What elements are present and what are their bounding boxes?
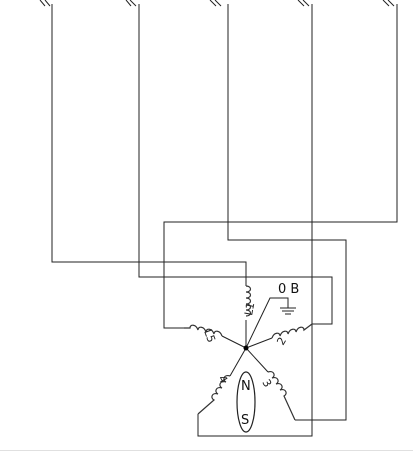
star-link-2 <box>245 337 273 349</box>
star-point <box>243 345 249 351</box>
coil-L1 <box>245 285 252 317</box>
wire-2 <box>138 4 333 325</box>
bottom-rule <box>0 450 413 451</box>
rotor-magnet <box>236 371 256 433</box>
wire-1 <box>51 4 247 286</box>
star-link-4 <box>229 347 247 377</box>
coil-4 <box>197 375 231 415</box>
coil-L5 <box>184 324 223 337</box>
coil-3 <box>267 371 296 421</box>
coil-label-4: 4 <box>215 373 230 386</box>
wire-5 <box>163 4 398 329</box>
rotor-north-label: N <box>241 379 251 394</box>
ground-label: 0 B <box>278 282 299 297</box>
ground-icon <box>280 307 296 315</box>
coil-label-L5: L5 <box>201 328 218 345</box>
coil-label-L1: L1 <box>242 301 257 316</box>
star-link-5 <box>221 335 247 349</box>
terminal-arrows <box>39 0 395 7</box>
ground-wire <box>245 297 289 349</box>
wire-4 <box>197 4 313 437</box>
rotor-south-label: S <box>241 413 249 428</box>
coil-2 <box>271 323 313 339</box>
coil-label-3: 3 <box>259 377 274 390</box>
wiring <box>51 4 398 437</box>
star-link-3 <box>245 347 269 373</box>
coil-label-2: 2 <box>274 335 289 348</box>
wire-3 <box>227 4 347 421</box>
